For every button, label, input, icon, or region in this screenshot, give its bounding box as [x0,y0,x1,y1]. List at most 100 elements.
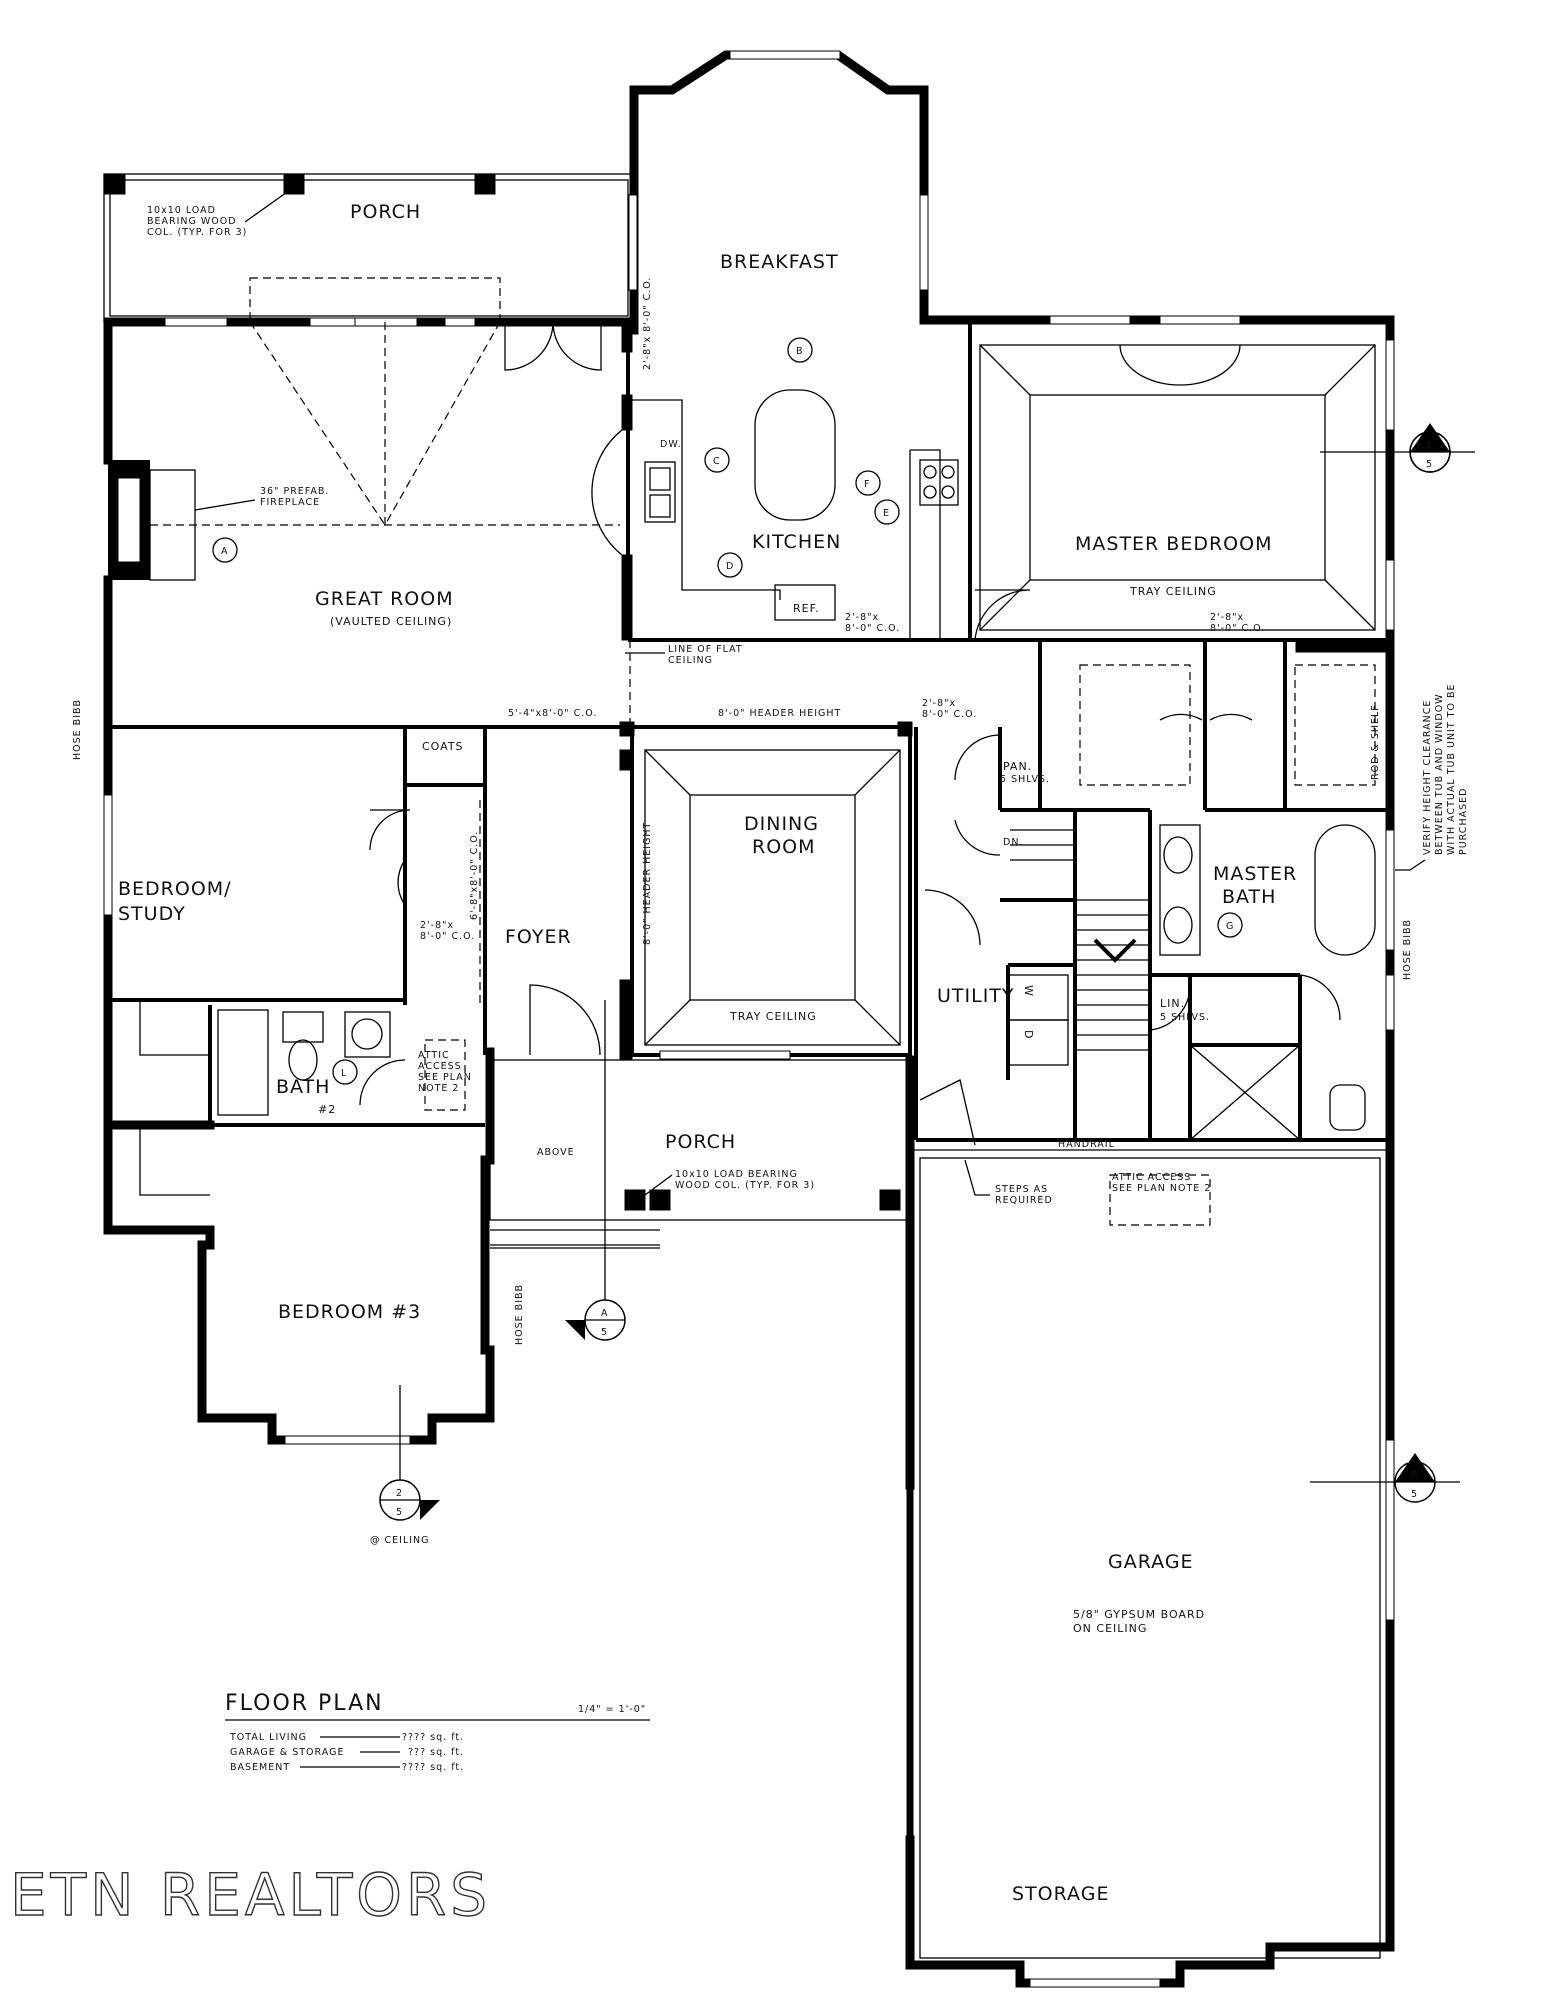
view-marker-g: G [1217,912,1243,938]
master-tray-ceiling [974,344,1376,641]
note-attic-3: SEE PLAN [418,1072,472,1083]
note-co-foyer-v: 6'-8"x8'-0" C.O. [469,831,480,920]
section-1-bottom: 5 [1426,459,1433,470]
label-pan-sub: 5 SHLVS. [1000,774,1050,785]
label-utility: UTILITY [937,985,1015,1007]
label-great-room-sub: (VAULTED CEILING) [330,615,452,628]
legend-row-1-value: ???? sq. ft. [402,1732,464,1743]
note-attic-1: ATTIC [418,1050,450,1061]
note-verify-2: BETWEEN TUB AND WINDOW [1434,693,1445,855]
label-dining-1: DINING [744,813,819,835]
section-1-top: 1 [1426,440,1433,451]
section-b-bottom: 5 [1411,1489,1418,1500]
section-marker-b: B 5 [1310,1453,1460,1503]
label-lin-sub: 5 SHLVS. [1160,1012,1210,1023]
legend-scale: 1/4" = 1'-0" [578,1704,646,1715]
garage-attic-access [1109,1174,1211,1226]
note-col-rear-2: BEARING WOOD [147,216,237,227]
note-attic-g-2: SEE PLAN NOTE 2 [1112,1183,1211,1194]
label-bath2-1: BATH [276,1076,330,1098]
note-co-great: 5'-4"x8'-0" C.O. [508,708,597,719]
note-co-kitchen-2: 8'-0" C.O. [845,623,900,634]
legend-row-1-label: TOTAL LIVING [229,1732,307,1743]
note-co-bath2-2: 8'-0" C.O. [420,931,475,942]
note-rod-shelf: ROD & SHELF [1370,704,1381,780]
label-dw: DW. [660,439,682,450]
leader-steps [964,1159,990,1196]
note-col-rear-1: 10x10 LOAD [147,205,216,216]
leader-fireplace [194,499,256,511]
vaulted-ceiling-lines [150,321,905,728]
note-co-util-2: 8'-0" C.O. [922,709,977,720]
label-coats: COATS [422,740,464,753]
label-bedroom-study-1: BEDROOM/ [118,878,232,900]
section-marker-a: A 5 [565,1000,626,1341]
leader-verify [1395,859,1426,871]
note-fireplace-1: 36" PREFAB. [260,486,329,497]
note-steps-1: STEPS AS [995,1184,1048,1195]
note-handrail: HANDRAIL [1058,1139,1115,1150]
front-porch-columns [624,1189,901,1211]
bath2-fixtures [139,1000,466,1196]
label-master-bath-2: BATH [1222,886,1276,908]
note-col-front-2: WOOD COL. (TYP. FOR 3) [675,1180,815,1191]
kitchen-fixtures [632,389,959,640]
note-ceiling: @ CEILING [370,1535,430,1546]
legend-row-2-label: GARAGE & STORAGE [230,1747,344,1758]
label-dining-tray: TRAY CEILING [729,1010,817,1023]
section-2-bottom: 5 [396,1507,403,1518]
label-dining-2: ROOM [752,836,816,858]
legend-row-2-value: ??? sq. ft. [408,1747,464,1758]
note-co-kitchen-1: 2'-8"x [845,612,879,623]
wall-columns [619,321,913,1061]
note-attic-2: ACCESS [418,1061,462,1072]
label-garage-note-2: ON CEILING [1073,1622,1147,1635]
view-marker-l: L [332,1059,358,1085]
windows [103,50,1395,1988]
label-great-room: GREAT ROOM [315,588,454,610]
note-co-bath2-1: 2'-8"x [420,920,454,931]
note-attic-g-1: ATTIC ACCESS [1112,1172,1191,1183]
stairs [1010,829,1150,1051]
marker-d-label: D [726,561,734,572]
label-bedroom3: BEDROOM #3 [278,1301,421,1323]
washer-dryer [1007,974,1069,1066]
section-a-top: A [601,1308,609,1319]
note-verify-3: WITH ACTUAL TUB UNIT TO BE [1446,684,1457,856]
plan-legend: FLOOR PLAN 1/4" = 1'-0" TOTAL LIVING ???… [225,1691,650,1773]
label-porch-front: PORCH [665,1131,736,1153]
dining-tray-ceiling [644,749,901,1046]
note-flat-ceiling-1: LINE OF FLAT [668,644,743,655]
label-porch-rear: PORCH [350,201,421,223]
note-header-v: 8'-0" HEADER HEIGHT [642,822,653,945]
leader-col-rear [244,189,291,223]
note-co-util-1: 2'-8"x [922,698,956,709]
legend-title: FLOOR PLAN [225,1691,384,1716]
section-marker-1: 1 5 [1320,423,1475,473]
note-hose-1: HOSE BIBB [72,699,83,760]
label-washer: W [1022,985,1035,997]
view-marker-a: A [212,537,238,563]
rear-porch [103,173,635,323]
watermark-logo: ETN REALTORS [10,1861,491,1929]
label-dryer: D [1022,1030,1035,1039]
view-marker-e: E [874,499,900,525]
legend-row-3-value: ???? sq. ft. [402,1762,464,1773]
section-b-top: B [1411,1470,1419,1481]
label-bath2-2: #2 [318,1103,336,1116]
label-lin: LIN. [1160,997,1185,1010]
note-co-kitchen-v: 2'-8"x 8'-0" C.O. [642,277,653,370]
view-marker-b: B [787,337,813,363]
legend-row-3-label: BASEMENT [230,1762,290,1773]
note-col-front-1: 10x10 LOAD BEARING [675,1169,798,1180]
interior-walls [108,320,1390,1249]
marker-g-label: G [1226,921,1234,932]
label-bedroom-study-2: STUDY [118,903,186,925]
label-above: ABOVE [537,1147,575,1158]
note-verify-4: PURCHASED [1458,788,1469,855]
label-master-tray: TRAY CEILING [1129,585,1217,598]
label-master-bedroom: MASTER BEDROOM [1075,533,1272,555]
label-storage: STORAGE [1012,1883,1109,1905]
label-dn: DN. [1003,837,1023,848]
